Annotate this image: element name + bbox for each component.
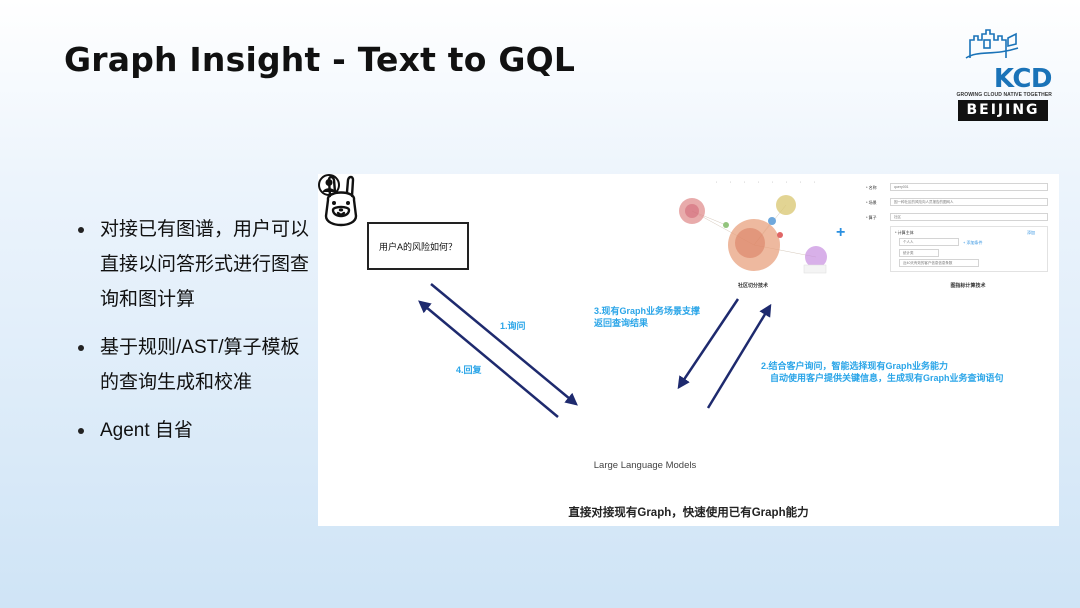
- step-return-label: 3.现有Graph业务场景支撑 返回查询结果: [594, 305, 734, 329]
- step-reply-label: 4.回复: [456, 365, 482, 375]
- step-return-line2: 返回查询结果: [594, 318, 649, 328]
- logo-city-badge: BEIJING: [958, 100, 1048, 121]
- toolbar-icon: ▫: [786, 180, 788, 184]
- diagram-arrows: [418, 283, 772, 418]
- great-wall-castle-icon: [965, 29, 1019, 59]
- kcd-wordmark: KCD: [993, 64, 1053, 94]
- form-add-link[interactable]: 添加: [1027, 230, 1035, 235]
- toolbar-icon: ▫: [814, 180, 816, 184]
- form-name-label: * 名称: [866, 185, 877, 190]
- llm-label: Large Language Models: [593, 460, 697, 471]
- bullet-text: Agent 自省: [100, 420, 193, 441]
- reply-arrow: [418, 300, 559, 418]
- step-ask-label: 1.询问: [500, 321, 526, 331]
- metric-config-form-screenshot: * 名称 query001 * 场景 因一种社区的风险向人员报告的图网人 * 算…: [856, 180, 1052, 272]
- form-operator-label: * 算子: [866, 215, 877, 220]
- bullet-item: Agent 自省: [76, 413, 316, 448]
- step-combine-line2: 自动使用客户提供关键信息，生成现有Graph业务查询语句: [770, 373, 1004, 383]
- step-return-line1: 3.现有Graph业务场景支撑: [594, 306, 701, 316]
- llama-icon: [324, 175, 358, 227]
- toolbar-icon: ▫: [716, 180, 718, 184]
- bullet-item: 对接已有图谱，用户可以直接以问答形式进行图查询和图计算: [76, 212, 316, 317]
- form-add-condition[interactable]: + 添加条件: [963, 240, 983, 245]
- form-sub-input[interactable]: 近40天有效的客户信息信息条数: [899, 259, 979, 267]
- bullet-text: 基于规则/AST/算子模板的查询生成和校准: [100, 337, 300, 393]
- kcd-logo: KCD GROWING CLOUD NATIVE TOGETHER BEIJIN…: [952, 26, 1053, 122]
- step-combine-label: 2.结合客户询问，智能选择现有Graph业务能力 自动使用客户提供关键信息，生成…: [761, 360, 1061, 384]
- toolbar-icon: ▫: [744, 180, 746, 184]
- return-result-arrow: [677, 298, 740, 390]
- toolbar-icon: ▫: [730, 180, 732, 184]
- form-name-input[interactable]: query001: [890, 183, 1048, 191]
- generate-query-arrow: [706, 303, 772, 409]
- form-config-label: * 计算主体: [895, 230, 914, 235]
- community-caption: 社区切分技术: [737, 283, 768, 289]
- toolbar-icon: ▫: [772, 180, 774, 184]
- bullet-dot-icon: [78, 227, 84, 233]
- bullet-dot-icon: [78, 428, 84, 434]
- community-detection-screenshot: ▫ ▫ ▫ ▫ ▫ ▫ ▫ ▫: [674, 177, 838, 277]
- bullet-list: 对接已有图谱，用户可以直接以问答形式进行图查询和图计算 基于规则/AST/算子模…: [76, 212, 316, 461]
- form-sub-select[interactable]: 统计类: [899, 249, 939, 257]
- step-combine-line1: 2.结合客户询问，智能选择现有Graph业务能力: [761, 361, 949, 371]
- plus-sign: +: [836, 224, 846, 241]
- bullet-dot-icon: [78, 345, 84, 351]
- toolbar-icon: ▫: [758, 180, 760, 184]
- form-scene-input[interactable]: 因一种社区的风险向人员报告的图网人: [890, 198, 1048, 206]
- bullet-item: 基于规则/AST/算子模板的查询生成和校准: [76, 330, 316, 400]
- form-operator-select[interactable]: 社区: [890, 213, 1048, 221]
- logo-tagline: GROWING CLOUD NATIVE TOGETHER: [956, 92, 1052, 98]
- toolbar-icon: ▫: [800, 180, 802, 184]
- community-graph: [679, 195, 827, 274]
- user-question-box: 用户A的风险如何？: [367, 222, 469, 270]
- diagram-panel: 用户A的风险如何？ 1.询问 4.回复 3.现有Graph业务场景支撑 返回查询…: [318, 174, 1059, 526]
- ask-arrow: [430, 283, 578, 406]
- form-config-select[interactable]: 个人人: [899, 238, 959, 246]
- form-config-group: * 计算主体 添加 个人人 + 添加条件 统计类 近40天有效的客户信息信息条数: [890, 226, 1048, 272]
- diagram-caption: 直接对接现有Graph，快速使用已有Graph能力: [568, 507, 809, 519]
- slide-title: Graph Insight - Text to GQL: [64, 40, 576, 79]
- metric-caption: 图指标计算技术: [950, 283, 986, 289]
- form-scene-label: * 场景: [866, 200, 877, 205]
- bullet-text: 对接已有图谱，用户可以直接以问答形式进行图查询和图计算: [100, 219, 310, 310]
